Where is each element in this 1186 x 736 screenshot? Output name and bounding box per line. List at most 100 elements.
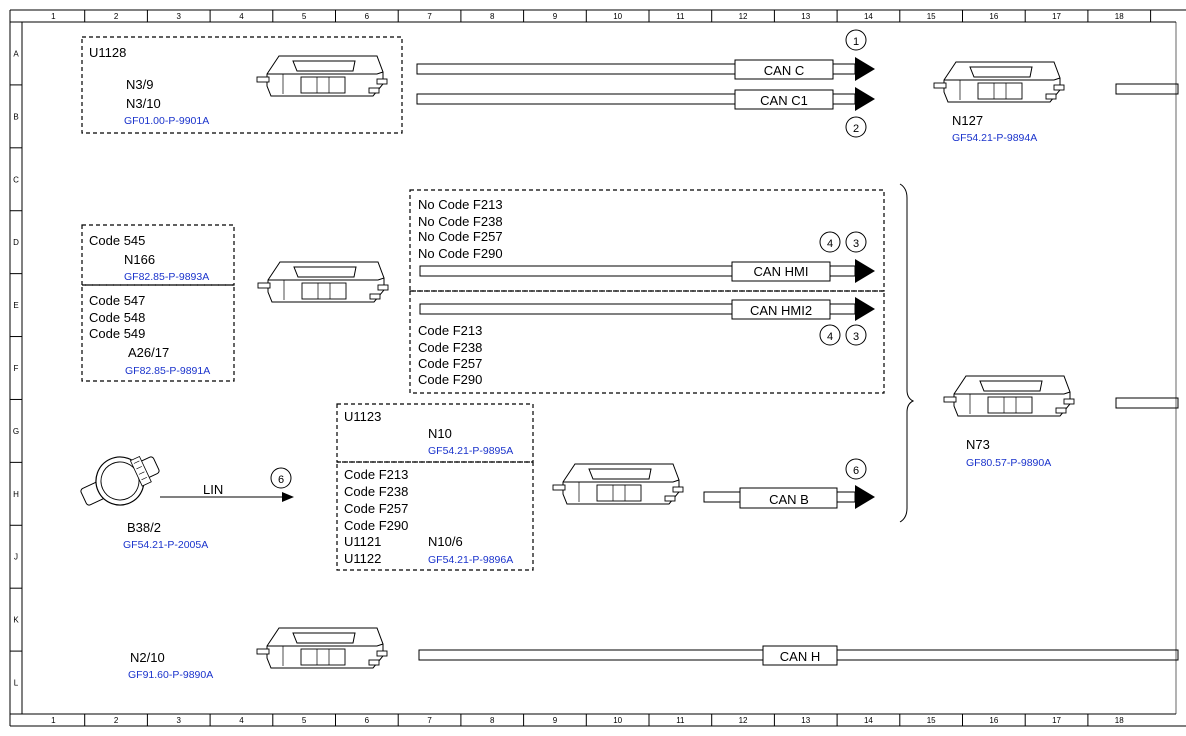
grid-column-label: 3 bbox=[177, 12, 182, 21]
grid-column-label: 11 bbox=[676, 12, 685, 21]
component-label-n127: N127 bbox=[952, 113, 983, 128]
marker-2[interactable]: 2 bbox=[845, 116, 867, 138]
component-b38-2: B38/2 GF54.21-P-2005A bbox=[80, 455, 208, 551]
component-label-n10-6: N10/6 bbox=[428, 534, 463, 549]
svg-text:4: 4 bbox=[827, 331, 833, 343]
grid-row-label: G bbox=[13, 427, 19, 436]
ecu-icon-n166 bbox=[257, 261, 389, 303]
grid-column-label: 9 bbox=[553, 716, 558, 725]
grid-column-label: 18 bbox=[1115, 716, 1124, 725]
ref-link-n127[interactable]: GF54.21-P-9894A bbox=[952, 132, 1037, 144]
code-line: Code F213 bbox=[344, 467, 408, 482]
grid-column-label: 4 bbox=[239, 12, 244, 21]
grid-column-label: 6 bbox=[365, 12, 370, 21]
component-n73: N73 GF80.57-P-9890A bbox=[943, 375, 1179, 469]
bus-can-b: CAN B bbox=[703, 485, 875, 509]
grid-column-label: 13 bbox=[801, 12, 810, 21]
ref-link-a26-17[interactable]: GF82.85-P-9891A bbox=[125, 365, 210, 377]
ecu-icon-n73 bbox=[943, 375, 1075, 417]
marker-4[interactable]: 4 bbox=[819, 231, 841, 253]
code-line: Code 548 bbox=[89, 310, 145, 325]
grid-column-label: 8 bbox=[490, 12, 495, 21]
arrow-head-icon bbox=[855, 57, 875, 81]
component-label-n3-9: N3/9 bbox=[126, 77, 153, 92]
grid-column-label: 18 bbox=[1115, 12, 1124, 21]
grid-row-label: J bbox=[14, 553, 18, 562]
bus-label-can-b: CAN B bbox=[769, 492, 809, 507]
bus-label-can-c1: CAN C1 bbox=[760, 93, 808, 108]
arrow-head-icon bbox=[855, 485, 875, 509]
code-line: Code F213 bbox=[418, 323, 482, 338]
grid-row-label: L bbox=[14, 679, 19, 688]
marker-4[interactable]: 4 bbox=[819, 324, 841, 346]
code-line: Code F238 bbox=[418, 340, 482, 355]
ref-link-b38-2[interactable]: GF54.21-P-2005A bbox=[123, 539, 208, 551]
svg-text:6: 6 bbox=[853, 465, 859, 477]
ecu-icon-n10 bbox=[552, 463, 684, 505]
ecu-icon-n127 bbox=[933, 61, 1065, 103]
grid-row-label: K bbox=[13, 616, 19, 625]
ref-link-n73[interactable]: GF80.57-P-9890A bbox=[966, 457, 1051, 469]
grid-row-label: F bbox=[14, 364, 19, 373]
code-line: Code F238 bbox=[344, 484, 408, 499]
marker-6[interactable]: 6 bbox=[270, 467, 292, 489]
group-n10-6: Code F213 Code F238 Code F257 Code F290 … bbox=[336, 461, 534, 571]
grid-row-label: H bbox=[13, 490, 19, 499]
ref-link-n10[interactable]: GF54.21-P-9895A bbox=[428, 445, 513, 457]
ref-link-n2-10[interactable]: GF91.60-P-9890A bbox=[128, 669, 213, 681]
grid-column-label: 5 bbox=[302, 716, 307, 725]
grid-column-label: 12 bbox=[739, 12, 748, 21]
grid-column-label: 6 bbox=[365, 716, 370, 725]
grid-column-label: 15 bbox=[927, 12, 936, 21]
grid-column-label: 3 bbox=[177, 716, 182, 725]
grid-column-label: 11 bbox=[676, 716, 685, 725]
svg-text:2: 2 bbox=[853, 123, 859, 135]
rain-light-sensor-icon bbox=[80, 455, 160, 506]
grid-column-label: 5 bbox=[302, 12, 307, 21]
ref-link-n166[interactable]: GF82.85-P-9893A bbox=[124, 271, 209, 283]
grid-row-label: A bbox=[13, 49, 19, 58]
svg-text:3: 3 bbox=[853, 238, 859, 250]
component-label-a26-17: A26/17 bbox=[128, 345, 169, 360]
grid-column-label: 2 bbox=[114, 716, 119, 725]
grid-column-label: 16 bbox=[989, 716, 998, 725]
code-line: Code F257 bbox=[418, 356, 482, 371]
bus-can-c: CAN C bbox=[416, 57, 875, 81]
group-u1123: U1123 N10 GF54.21-P-9895A bbox=[336, 403, 534, 463]
marker-3[interactable]: 3 bbox=[845, 324, 867, 346]
svg-text:3: 3 bbox=[853, 331, 859, 343]
marker-1[interactable]: 1 bbox=[845, 29, 867, 51]
group-u1128: U1128 N3/9 N3/10 GF01.00-P-9901A bbox=[81, 36, 403, 134]
ecu-icon-n2-10 bbox=[256, 627, 388, 669]
component-n127: N127 GF54.21-P-9894A bbox=[933, 61, 1179, 144]
bus-can-hmi2: CAN HMI2 bbox=[419, 297, 875, 321]
grid-column-label: 10 bbox=[613, 12, 622, 21]
marker-3[interactable]: 3 bbox=[845, 231, 867, 253]
component-label-n3-10: N3/10 bbox=[126, 96, 161, 111]
code-line: No Code F257 bbox=[418, 229, 503, 244]
grid-column-label: 1 bbox=[51, 12, 56, 21]
code-line: Code 547 bbox=[89, 293, 145, 308]
arrow-head-icon bbox=[855, 297, 875, 321]
code-line: Code F290 bbox=[344, 518, 408, 533]
grid-column-label: 17 bbox=[1052, 12, 1061, 21]
marker-6[interactable]: 6 bbox=[845, 458, 867, 480]
ref-link-n3-10[interactable]: GF01.00-P-9901A bbox=[124, 115, 209, 127]
code-line: No Code F290 bbox=[418, 246, 503, 261]
grid-column-label: 8 bbox=[490, 716, 495, 725]
code-line: U1122 bbox=[344, 551, 381, 566]
component-label-n10: N10 bbox=[428, 426, 452, 441]
grid-column-label: 16 bbox=[989, 12, 998, 21]
bus-label-can-hmi2: CAN HMI2 bbox=[750, 303, 812, 318]
ref-link-n10-6[interactable]: GF54.21-P-9896A bbox=[428, 554, 513, 566]
svg-text:6: 6 bbox=[278, 474, 284, 486]
component-label-b38-2: B38/2 bbox=[127, 520, 161, 535]
component-label-n166: N166 bbox=[124, 252, 155, 267]
code-line: No Code F238 bbox=[418, 214, 503, 229]
group-label-u1123: U1123 bbox=[344, 409, 381, 424]
grid-column-label: 2 bbox=[114, 12, 119, 21]
border-frame: 1122334455667788991010111112121313141415… bbox=[9, 9, 1186, 727]
group-code-547-549: Code 547 Code 548 Code 549 A26/17 GF82.8… bbox=[81, 284, 235, 382]
arrow-head-icon bbox=[282, 492, 294, 502]
bus-can-hmi: CAN HMI bbox=[419, 259, 875, 283]
